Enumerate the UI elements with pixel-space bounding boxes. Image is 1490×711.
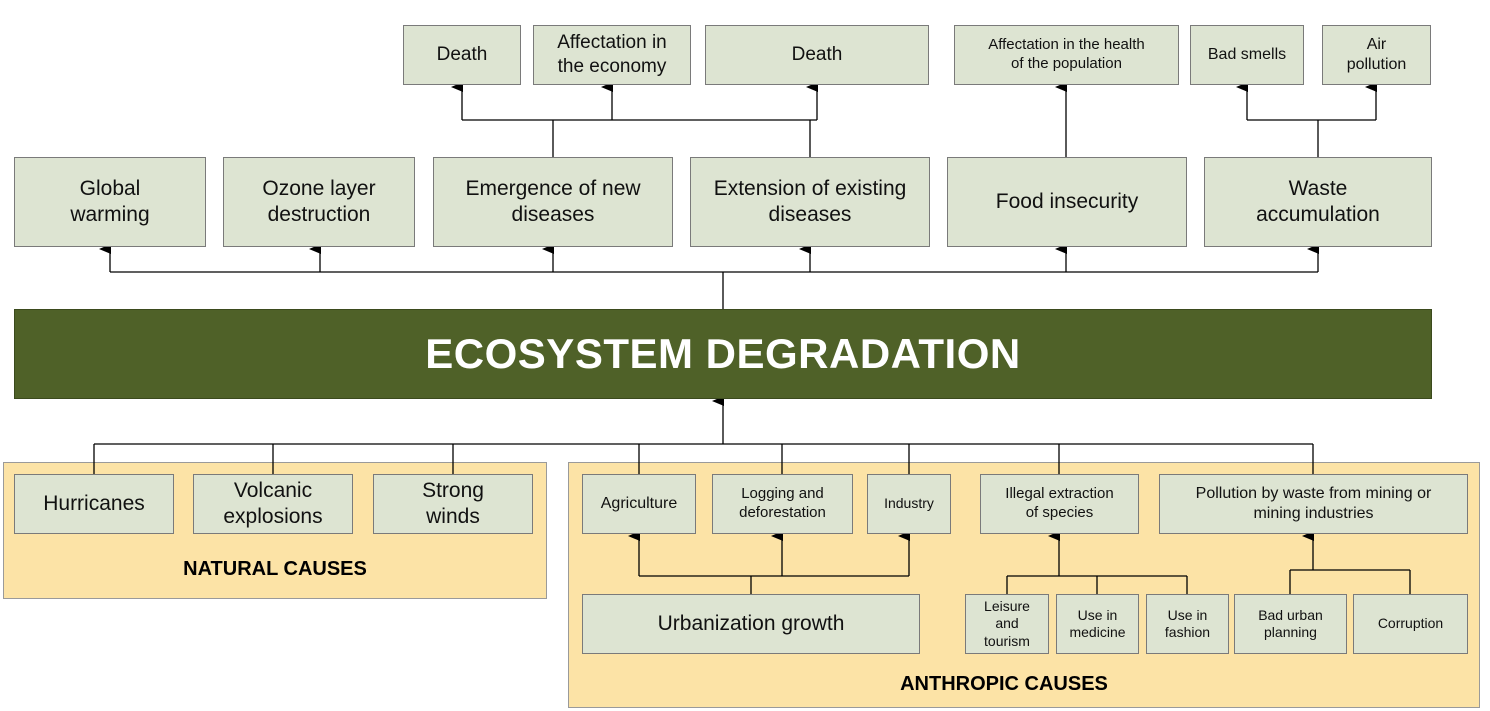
cause-illegal-extraction: Illegal extraction of species — [980, 474, 1139, 534]
effect-ozone-destruction: Ozone layer destruction — [223, 157, 415, 247]
effect-existing-diseases: Extension of existing diseases — [690, 157, 930, 247]
consequence-death-1: Death — [403, 25, 521, 85]
effect-waste-accumulation: Waste accumulation — [1204, 157, 1432, 247]
cause-volcanic-explosions: Volcanic explosions — [193, 474, 353, 534]
cause-mining-pollution: Pollution by waste from mining or mining… — [1159, 474, 1468, 534]
cause-hurricanes: Hurricanes — [14, 474, 174, 534]
cause-industry: Industry — [867, 474, 951, 534]
effect-food-insecurity: Food insecurity — [947, 157, 1187, 247]
consequence-economy: Affectation in the economy — [533, 25, 691, 85]
cause-urbanization-growth: Urbanization growth — [582, 594, 920, 654]
cause-use-in-fashion: Use in fashion — [1146, 594, 1229, 654]
cause-agriculture: Agriculture — [582, 474, 696, 534]
cause-corruption: Corruption — [1353, 594, 1468, 654]
ecosystem-degradation-core: ECOSYSTEM DEGRADATION — [14, 309, 1432, 399]
consequence-death-2: Death — [705, 25, 929, 85]
consequence-health: Affectation in the health of the populat… — [954, 25, 1179, 85]
cause-logging-deforestation: Logging and deforestation — [712, 474, 853, 534]
consequence-bad-smells: Bad smells — [1190, 25, 1304, 85]
anthropic-causes-title: ANTHROPIC CAUSES — [900, 673, 1108, 695]
natural-causes-title: NATURAL CAUSES — [183, 558, 367, 580]
effect-global-warming: Global warming — [14, 157, 206, 247]
effect-new-diseases: Emergence of new diseases — [433, 157, 673, 247]
cause-use-in-medicine: Use in medicine — [1056, 594, 1139, 654]
cause-leisure-tourism: Leisure and tourism — [965, 594, 1049, 654]
consequence-air-pollution: Air pollution — [1322, 25, 1431, 85]
cause-strong-winds: Strong winds — [373, 474, 533, 534]
cause-bad-urban-planning: Bad urban planning — [1234, 594, 1347, 654]
